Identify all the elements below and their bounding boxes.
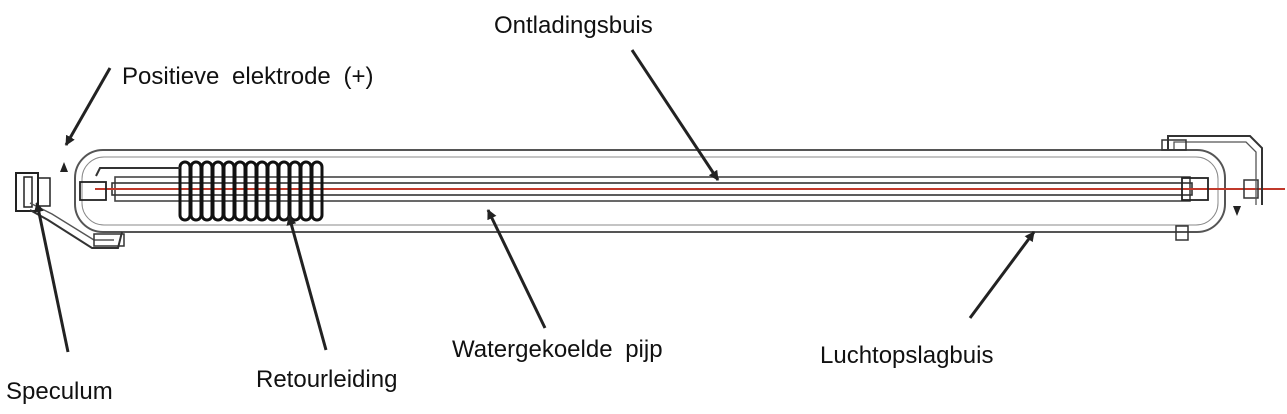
label-ontladingsbuis: Ontladingsbuis — [494, 12, 653, 39]
label-speculum: Speculum — [6, 378, 113, 405]
positive-electrode-terminal — [60, 162, 68, 172]
positive-electrode-cap — [79, 181, 107, 201]
arrow-positieve-elektrode — [64, 67, 112, 146]
speculum-holder — [37, 177, 51, 207]
negative-electrode-terminal — [1233, 206, 1241, 216]
speculum-mount-inner — [23, 176, 33, 208]
air-storage-tube — [74, 149, 1226, 233]
label-retourleiding: Retourleiding — [256, 366, 398, 393]
arrow-watergekoelde-pijp — [486, 209, 547, 329]
label-positieve-elektrode: Positieve elektrode (+) — [122, 63, 374, 90]
right-gas-pipe-inner — [1173, 141, 1257, 205]
label-luchtopslagbuis: Luchtopslagbuis — [820, 342, 994, 369]
right-pipe-flange — [1161, 139, 1187, 151]
air-storage-tube-inner — [81, 156, 1219, 226]
right-connector — [1175, 225, 1189, 241]
left-water-pipe — [29, 209, 123, 249]
label-watergekoelde-pijp: Watergekoelde pijp — [452, 336, 663, 363]
negative-electrode-cap — [1181, 177, 1209, 201]
arrow-speculum — [33, 202, 70, 353]
return-line-coil — [178, 160, 324, 222]
arrow-luchtopslagbuis — [968, 231, 1036, 319]
output-window — [1243, 179, 1259, 199]
return-line-lead — [95, 167, 180, 177]
arrow-ontladingsbuis — [630, 49, 720, 181]
arrow-retourleiding — [286, 215, 328, 351]
left-connector — [93, 233, 125, 247]
